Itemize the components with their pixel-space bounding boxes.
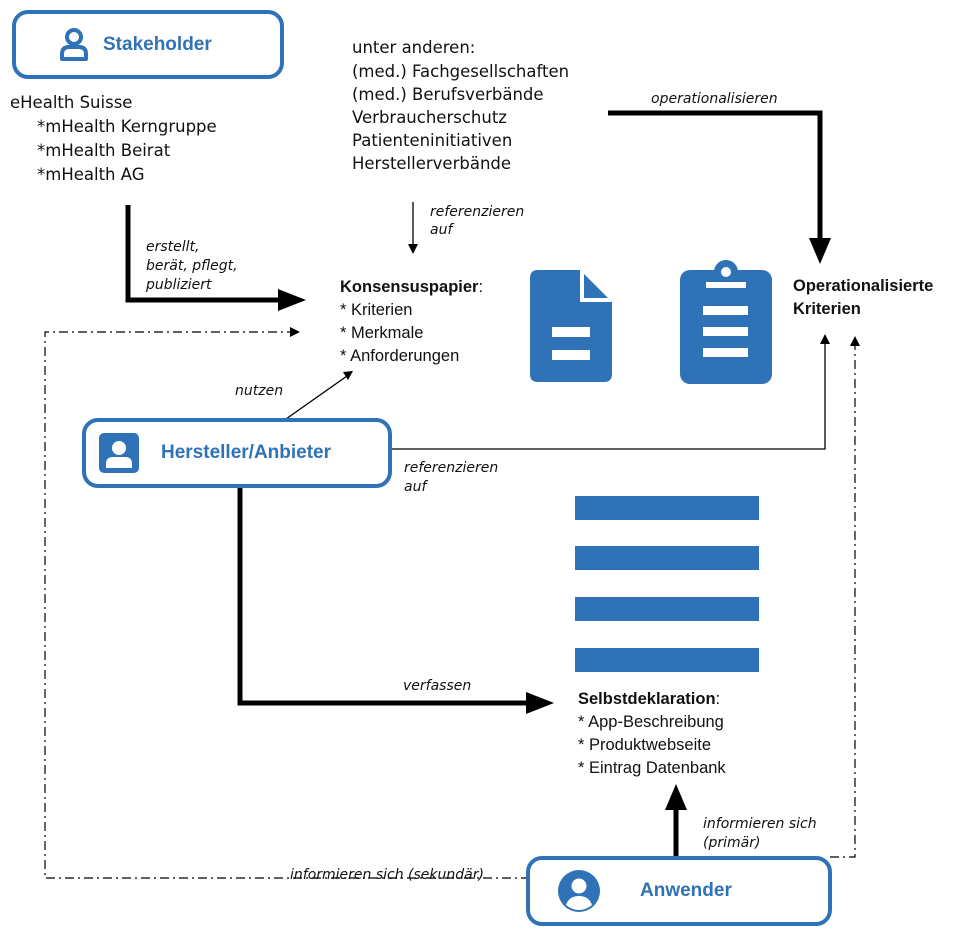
clipboard-icon xyxy=(680,260,772,384)
edge-nutzen-arrowhead xyxy=(343,371,353,380)
selbst-item: * App-Beschreibung xyxy=(578,713,724,731)
edge-informieren-sekundaer xyxy=(44,331,530,879)
edge-informieren-operational xyxy=(830,344,856,858)
anwender-label: Anwender xyxy=(640,880,732,901)
edge-verfassen-arrowhead xyxy=(526,692,554,714)
stakeholder-box[interactable]: Stakeholder xyxy=(12,10,284,79)
selbst-heading: Selbstdeklaration: xyxy=(578,688,720,711)
stakeholder-label: Stakeholder xyxy=(103,33,212,55)
edge-referenzieren-mid xyxy=(390,342,826,450)
konsens-item: * Anforderungen xyxy=(340,347,460,365)
edge-referenzieren-top-arrowhead xyxy=(408,244,418,254)
others-item: Herstellerverbände xyxy=(352,154,512,173)
edge-label-referenzieren-mid-auf: auf xyxy=(404,479,427,495)
others-item: (med.) Fachgesellschaften xyxy=(352,62,570,81)
edge-label-erstellt: berät, pflegt, xyxy=(146,258,238,274)
edge-label-informieren-primaer: (primär) xyxy=(703,835,761,851)
edge-erstellt-arrowhead xyxy=(278,289,306,311)
document-icon xyxy=(530,270,612,382)
konsens-title: Konsensuspapier xyxy=(340,278,479,296)
ehealth-item: *mHealth Kerngruppe xyxy=(37,117,217,136)
edge-informieren-primaer-arrowhead xyxy=(665,784,687,810)
hersteller-label: Hersteller/Anbieter xyxy=(161,442,332,463)
ehealth-item: *mHealth Beirat xyxy=(37,141,171,160)
konsens-heading: Konsensuspapier: xyxy=(340,276,483,299)
edge-label-informieren-sekundaer: informieren sich (sekundär) xyxy=(290,867,484,883)
edge-operationalisieren-arrowhead xyxy=(809,238,831,264)
konsens-colon: : xyxy=(478,278,484,296)
ehealth-title: eHealth Suisse xyxy=(10,93,133,112)
edge-label-operationalisieren: operationalisieren xyxy=(651,91,778,107)
anwender-box[interactable]: Anwender xyxy=(526,856,832,926)
operational-line2: Kriterien xyxy=(793,300,861,318)
list-lines-icon xyxy=(575,496,759,672)
person-outline-icon xyxy=(60,27,88,61)
selbst-item: * Produktwebseite xyxy=(578,736,711,754)
person-badge-icon xyxy=(99,433,139,473)
person-circle-icon xyxy=(558,870,600,912)
konsens-item: * Merkmale xyxy=(340,324,424,342)
edge-label-referenzieren-mid: referenzieren xyxy=(404,460,499,476)
selbst-colon: : xyxy=(715,690,721,708)
edge-operationalisieren xyxy=(608,110,823,242)
edge-referenzieren-mid-arrowhead xyxy=(820,334,830,344)
ehealth-item: *mHealth AG xyxy=(37,165,145,184)
edge-label-informieren-primaer: informieren sich xyxy=(703,816,817,832)
edge-label-nutzen: nutzen xyxy=(235,383,284,399)
others-item: Patienteninitiativen xyxy=(352,131,513,150)
edge-label-referenzieren-top: referenzieren xyxy=(430,204,525,220)
operational-line1: Operationalisierte xyxy=(793,277,934,295)
edge-informieren-operational-arrowhead xyxy=(850,336,860,346)
edge-erstellt xyxy=(125,205,282,303)
edge-nutzen xyxy=(285,375,348,420)
edge-label-referenzieren-top-auf: auf xyxy=(430,222,453,238)
hersteller-box[interactable]: Hersteller/Anbieter xyxy=(82,418,392,488)
edge-label-verfassen: verfassen xyxy=(403,678,472,694)
others-intro: unter anderen: xyxy=(352,38,476,57)
others-item: (med.) Berufsverbände xyxy=(352,85,544,104)
selbst-item: * Eintrag Datenbank xyxy=(578,759,726,777)
konsens-item: * Kriterien xyxy=(340,301,413,319)
edge-label-erstellt: publiziert xyxy=(146,277,212,293)
selbst-title: Selbstdeklaration xyxy=(578,690,716,708)
edge-label-erstellt: erstellt, xyxy=(146,239,200,255)
edge-informieren-sekundaer-arrowhead xyxy=(290,327,300,337)
others-item: Verbraucherschutz xyxy=(352,108,507,127)
edge-verfassen xyxy=(237,485,530,706)
